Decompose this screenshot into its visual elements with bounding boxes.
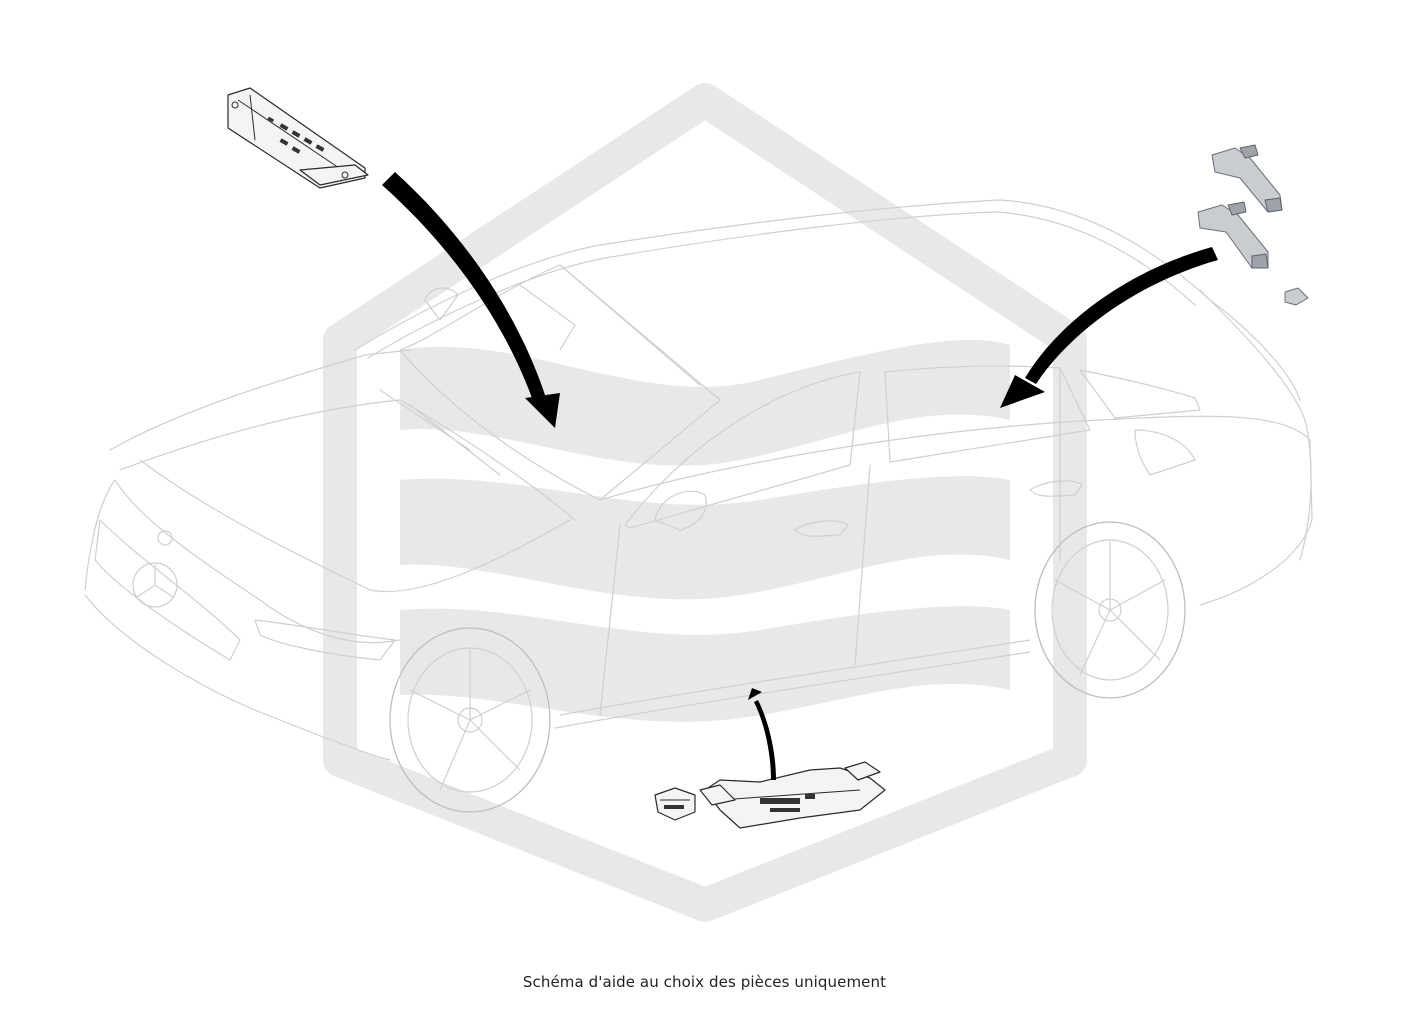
underbody-control-module-icon	[654, 761, 886, 829]
diagram-caption: Schéma d'aide au choix des pièces unique…	[522, 973, 887, 991]
roof-control-module-icon	[227, 87, 369, 189]
arrow-to-rear-window	[1000, 247, 1218, 408]
arrow-to-windshield	[382, 172, 560, 428]
arrow-to-sill	[748, 688, 776, 780]
car-outline	[84, 199, 1313, 813]
watermark-logo	[323, 83, 1087, 922]
rear-bracket-parts-icon	[1197, 144, 1309, 306]
